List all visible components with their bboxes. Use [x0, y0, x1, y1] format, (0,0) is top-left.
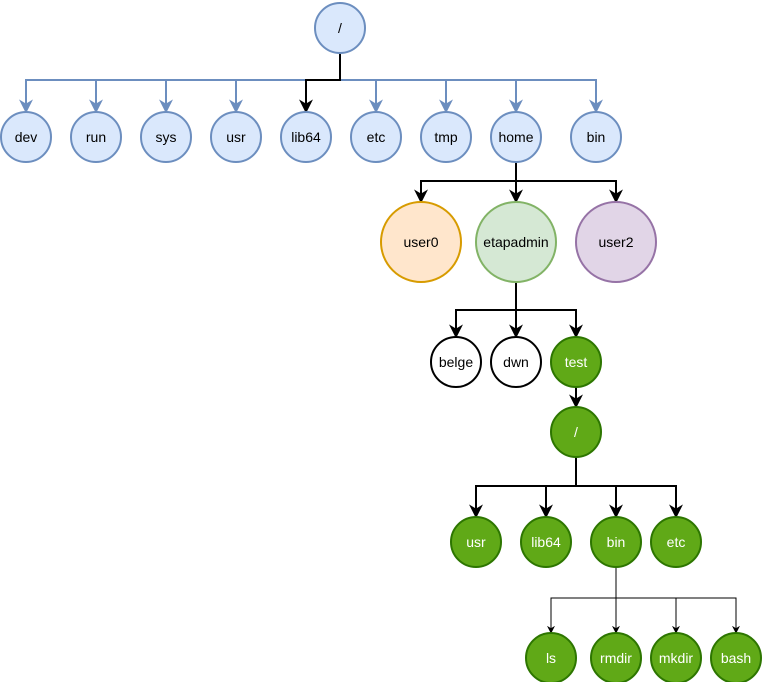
- node-label: user2: [598, 234, 633, 250]
- edge-troot-to-tetc: [575, 457, 683, 519]
- edge-home-to-user2: [515, 162, 623, 204]
- node-label: usr: [466, 534, 486, 550]
- node-circle: [350, 111, 402, 163]
- node-label: ls: [546, 650, 556, 666]
- node-usr[interactable]: usr: [210, 111, 262, 163]
- node-label: usr: [226, 129, 246, 145]
- edge-tbin-to-bash: [615, 567, 740, 634]
- node-label: sys: [156, 129, 177, 145]
- node-label: home: [498, 129, 533, 145]
- node-mkdir[interactable]: mkdir: [650, 632, 702, 682]
- node-circle: [210, 111, 262, 163]
- node-dwn[interactable]: dwn: [490, 336, 542, 388]
- node-label: rmdir: [600, 650, 632, 666]
- node-circle: [140, 111, 192, 163]
- node-etapadmin[interactable]: etapadmin: [475, 201, 557, 283]
- node-rmdir[interactable]: rmdir: [590, 632, 642, 682]
- node-circle: [650, 632, 702, 682]
- node-circle: [430, 336, 482, 388]
- edge-root-to-run: [89, 53, 341, 114]
- node-circle: [490, 111, 542, 163]
- edge-root-to-bin: [339, 53, 603, 114]
- node-label: etapadmin: [483, 234, 548, 250]
- node-circle: [70, 111, 122, 163]
- node-user2[interactable]: user2: [575, 201, 657, 283]
- node-bin[interactable]: bin: [570, 111, 622, 163]
- edge-root-to-etc: [339, 53, 383, 114]
- node-lib64[interactable]: lib64: [280, 111, 332, 163]
- node-tmp[interactable]: tmp: [420, 111, 472, 163]
- node-label: etc: [367, 129, 386, 145]
- edge-etapadmin-to-belge: [449, 282, 517, 339]
- node-user0[interactable]: user0: [380, 201, 462, 283]
- node-circle: [590, 516, 642, 568]
- node-circle: [650, 516, 702, 568]
- node-label: dev: [15, 129, 38, 145]
- node-label: /: [574, 424, 578, 440]
- node-label: dwn: [503, 354, 529, 370]
- edges-layer: [19, 53, 740, 634]
- node-belge[interactable]: belge: [430, 336, 482, 388]
- node-label: run: [86, 129, 106, 145]
- edge-root-to-tmp: [339, 53, 453, 114]
- node-circle: [420, 111, 472, 163]
- node-label: /: [338, 20, 342, 36]
- node-tlib64[interactable]: lib64: [520, 516, 572, 568]
- node-tbin[interactable]: bin: [590, 516, 642, 568]
- node-tetc[interactable]: etc: [650, 516, 702, 568]
- node-bash[interactable]: bash: [710, 632, 762, 682]
- node-circle: [550, 406, 602, 458]
- node-label: mkdir: [659, 650, 694, 666]
- node-test[interactable]: test: [550, 336, 602, 388]
- node-circle: [710, 632, 762, 682]
- node-label: lib64: [531, 534, 561, 550]
- node-troot[interactable]: /: [550, 406, 602, 458]
- node-dev[interactable]: dev: [0, 111, 52, 163]
- edge-root-to-lib64: [299, 53, 341, 114]
- edge-home-to-user0: [414, 162, 517, 204]
- node-circle: [525, 632, 577, 682]
- node-run[interactable]: run: [70, 111, 122, 163]
- node-label: etc: [667, 534, 686, 550]
- node-circle: [280, 111, 332, 163]
- node-label: tmp: [434, 129, 458, 145]
- edge-tbin-to-mkdir: [615, 567, 680, 634]
- node-circle: [475, 201, 557, 283]
- node-label: lib64: [291, 129, 321, 145]
- node-root[interactable]: /: [314, 2, 366, 54]
- node-circle: [575, 201, 657, 283]
- node-circle: [0, 111, 52, 163]
- node-label: belge: [439, 354, 473, 370]
- node-label: test: [565, 354, 588, 370]
- node-circle: [450, 516, 502, 568]
- node-label: user0: [403, 234, 438, 250]
- node-tusr[interactable]: usr: [450, 516, 502, 568]
- edge-troot-to-tlib64: [539, 457, 577, 519]
- edge-tbin-to-ls: [547, 567, 617, 634]
- node-home[interactable]: home: [490, 111, 542, 163]
- node-circle: [570, 111, 622, 163]
- edge-etapadmin-to-test: [515, 282, 583, 339]
- node-label: bash: [721, 650, 751, 666]
- node-etc[interactable]: etc: [350, 111, 402, 163]
- node-circle: [590, 632, 642, 682]
- node-sys[interactable]: sys: [140, 111, 192, 163]
- node-circle: [520, 516, 572, 568]
- edge-root-to-dev: [19, 53, 341, 114]
- node-circle: [314, 2, 366, 54]
- node-circle: [380, 201, 462, 283]
- node-ls[interactable]: ls: [525, 632, 577, 682]
- node-circle: [550, 336, 602, 388]
- edge-root-to-home: [339, 53, 523, 114]
- node-label: bin: [607, 534, 626, 550]
- edge-root-to-sys: [159, 53, 341, 114]
- edge-root-to-usr: [229, 53, 341, 114]
- node-circle: [490, 336, 542, 388]
- node-label: bin: [587, 129, 606, 145]
